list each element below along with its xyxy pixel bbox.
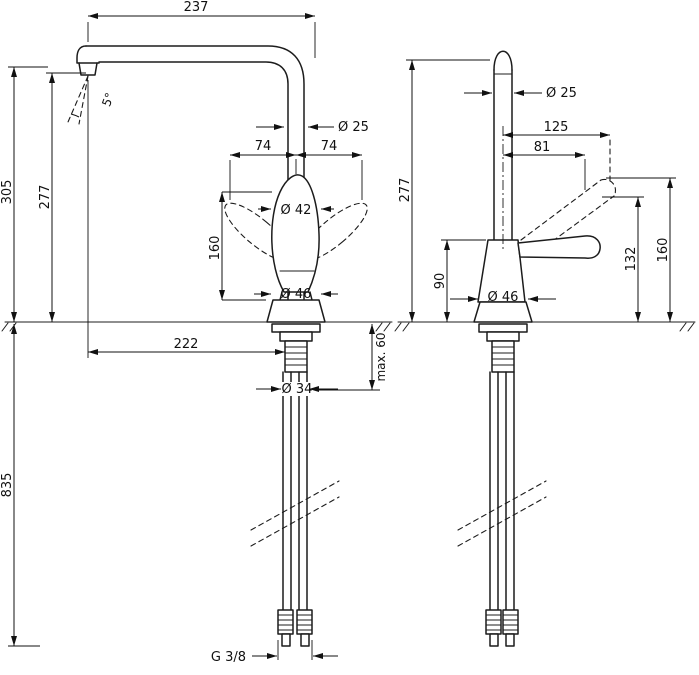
dim-hose-length-label: 835 <box>0 473 15 498</box>
dim-handle-end-height-label: 132 <box>624 247 639 272</box>
base-escutcheon-side <box>266 299 326 323</box>
dim-handle-offset-label: 81 <box>534 140 551 155</box>
hose-break-mark <box>250 480 340 531</box>
dim-body-height-label: 90 <box>433 273 448 290</box>
handle-side <box>271 174 320 293</box>
threaded-shank-side <box>284 340 308 373</box>
dim-reach-label: 222 <box>174 337 199 352</box>
dim-handle-height-label: 160 <box>208 236 223 261</box>
spray-angle-label: 5° <box>99 91 117 109</box>
dim-spout-height-label: 277 <box>38 185 53 210</box>
dim-spout-reach-label: 237 <box>184 0 209 15</box>
handle-raised-position <box>520 179 602 241</box>
base-escutcheon-front <box>473 301 533 323</box>
dim-handle-diameter-label: Ø 42 <box>281 203 312 218</box>
dim-spout-height-front-label: 277 <box>398 178 413 203</box>
front-view-dimensions: Ø 25 125 81 277 90 Ø 46 132 160 <box>398 59 676 322</box>
dim-base-diameter-label: Ø 46 <box>281 287 312 302</box>
front-view-faucet-outline <box>394 50 696 647</box>
side-view-faucet-outline <box>1 45 393 647</box>
dim-connection-thread-label: G 3/8 <box>211 650 246 665</box>
hose-break-mark <box>457 480 547 531</box>
dim-handle-top-height-label: 160 <box>656 238 671 263</box>
dim-handle-reach-label: 125 <box>544 120 569 135</box>
threaded-shank-front <box>491 340 515 373</box>
dim-pipe-diameter-front-label: Ø 25 <box>546 86 577 101</box>
spout-top-front <box>493 50 513 71</box>
dim-base-diameter-front-label: Ø 46 <box>488 290 519 305</box>
dim-shank-diameter-label: Ø 34 <box>282 382 313 397</box>
spray-angle-line <box>67 75 89 123</box>
dim-swivel-right-label: 74 <box>321 139 338 154</box>
handle-front <box>517 235 601 259</box>
dim-max-counter-thickness-label: max. 60 <box>374 332 388 381</box>
dim-total-height-label: 305 <box>0 180 15 205</box>
side-view-dimensions: 237 305 277 5° Ø 25 74 74 Ø 42 160 <box>0 0 388 665</box>
dim-swivel-left-label: 74 <box>255 139 272 154</box>
dim-pipe-diameter-label: Ø 25 <box>338 120 369 135</box>
